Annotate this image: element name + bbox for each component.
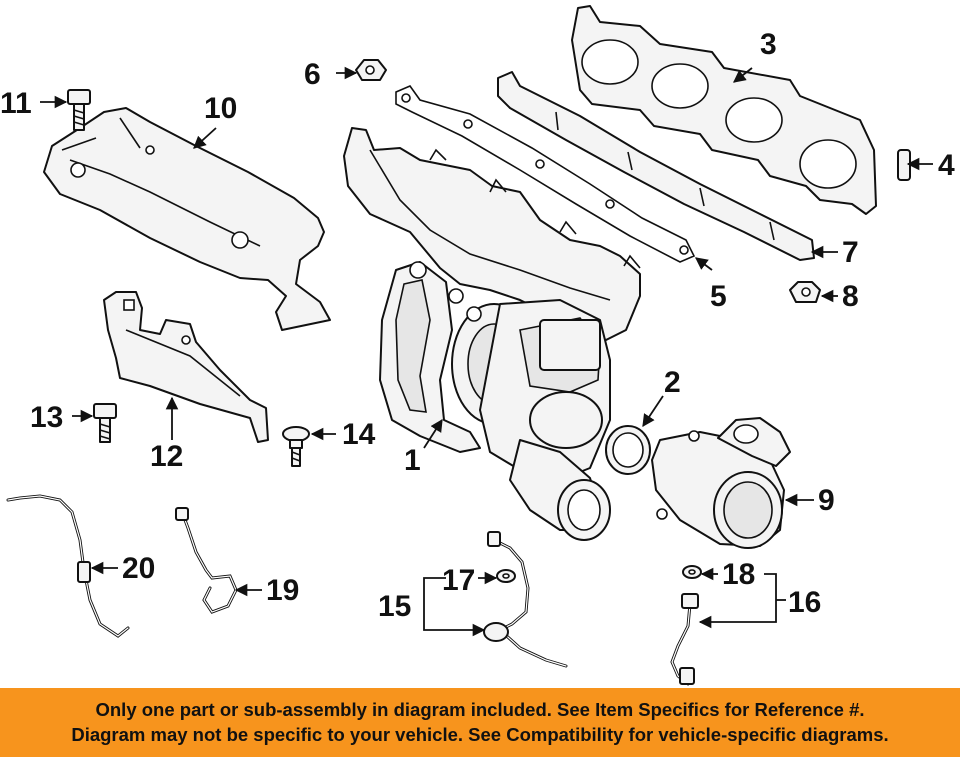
part-9-outlet-pipe (651, 417, 791, 549)
part-10-heat-shield (43, 107, 331, 331)
callout-17: 17 (442, 564, 475, 597)
part-15-sensor-wire (483, 531, 568, 668)
callout-19: 19 (266, 574, 299, 607)
part-12-bracket-shield (103, 291, 269, 443)
callout-7: 7 (842, 236, 859, 269)
callout-numbers: 1 2 3 4 5 6 7 8 9 10 11 12 13 14 15 16 1… (0, 28, 955, 623)
callout-16: 16 (788, 586, 821, 619)
callout-5: 5 (710, 280, 727, 313)
part-3-manifold-gasket (571, 5, 877, 215)
part-13-bolt (93, 403, 117, 443)
callout-12: 12 (150, 440, 183, 473)
callout-11: 11 (0, 87, 32, 120)
callout-8: 8 (842, 280, 859, 313)
callout-2: 2 (664, 366, 681, 399)
part-17-washer (496, 569, 516, 583)
callout-14: 14 (342, 418, 376, 451)
part-14-bolt (282, 426, 310, 467)
part-1-turbocharger-manifold (343, 127, 641, 541)
callout-6: 6 (304, 58, 321, 91)
disclaimer-line-2: Diagram may not be specific to your vehi… (71, 724, 889, 745)
part-18-washer (682, 565, 702, 579)
callout-15: 15 (378, 590, 411, 623)
callout-1: 1 (404, 444, 421, 477)
disclaimer-line-1: Only one part or sub-assembly in diagram… (95, 699, 865, 720)
callout-4: 4 (938, 149, 955, 182)
part-8-nut (789, 281, 821, 303)
callout-20: 20 (122, 552, 155, 585)
callout-18: 18 (722, 558, 755, 591)
part-16-oxygen-sensor (670, 593, 699, 686)
part-11-bolt (67, 89, 91, 131)
part-4-dowel-pin (897, 149, 911, 181)
part-5-thin-gasket (395, 85, 696, 263)
part-20-sensor-wire (6, 494, 130, 638)
callout-3: 3 (760, 28, 777, 61)
exploded-parts-diagram: 1 2 3 4 5 6 7 8 9 10 11 12 13 14 15 16 1… (0, 5, 955, 686)
part-19-sensor-wire (175, 507, 238, 614)
callout-10: 10 (204, 92, 237, 125)
leader-lines (40, 66, 933, 637)
callout-9: 9 (818, 484, 835, 517)
part-6-nut (355, 59, 387, 81)
disclaimer-banner: Only one part or sub-assembly in diagram… (0, 688, 960, 757)
part-2-ring-gasket (605, 425, 651, 475)
callout-13: 13 (30, 401, 63, 434)
